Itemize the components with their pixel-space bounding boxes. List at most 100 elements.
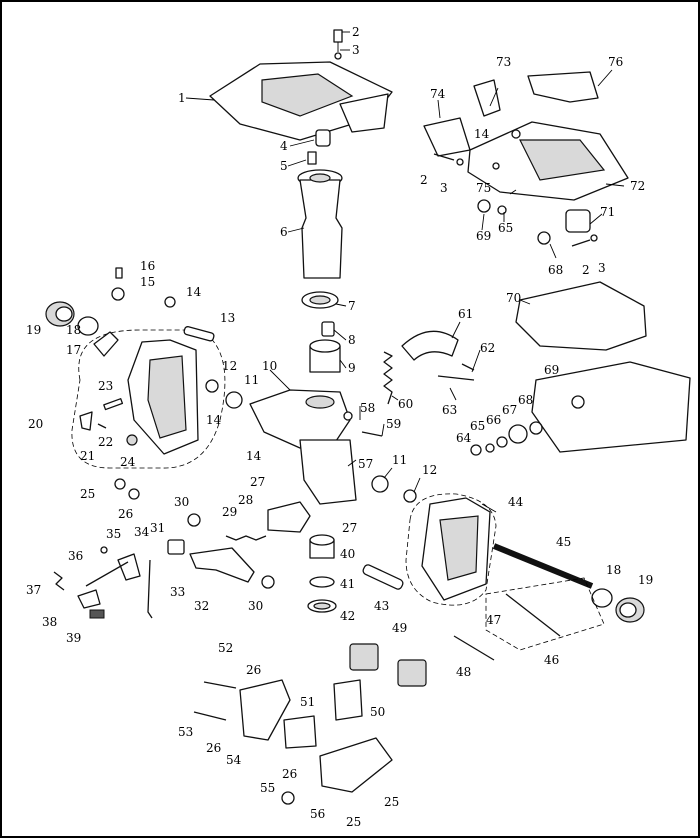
bushing-42 (307, 599, 337, 613)
callout-42: 42 (340, 609, 355, 623)
washer-3c (590, 234, 598, 242)
callout-14: 14 (246, 449, 262, 463)
callout-76: 76 (608, 55, 623, 69)
bolt-59 (361, 431, 383, 437)
callout-18: 18 (606, 563, 621, 577)
lever-32 (189, 547, 255, 583)
screw-30b (261, 575, 275, 589)
callout-69: 69 (544, 363, 559, 377)
callout-44: 44 (508, 495, 524, 509)
block-31 (167, 539, 185, 555)
callout-56: 56 (310, 807, 325, 821)
callout-7: 7 (348, 299, 356, 313)
bolt-13 (183, 326, 215, 342)
callout-19: 19 (26, 323, 41, 337)
callout-19: 19 (638, 573, 653, 587)
spring-29 (225, 535, 267, 541)
pin-43 (362, 564, 404, 590)
callout-34: 34 (134, 525, 150, 539)
callout-2: 2 (420, 173, 428, 187)
nut-69a (477, 199, 491, 213)
washer-65b (485, 443, 495, 453)
screw-55 (281, 791, 295, 805)
lever-21 (79, 411, 93, 431)
washer-12b (403, 489, 417, 503)
screw-30a (187, 513, 201, 527)
callout-65: 65 (498, 221, 513, 235)
nut-25a (114, 478, 126, 490)
callout-47: 47 (486, 613, 501, 627)
o-ring-41 (309, 576, 335, 588)
ring-7 (301, 291, 339, 309)
leader-lines (185, 31, 625, 513)
nut-64 (470, 444, 482, 456)
callout-22: 22 (98, 435, 113, 449)
callout-40: 40 (340, 547, 355, 561)
steering-shaft-6 (297, 169, 343, 279)
callout-10: 10 (262, 359, 277, 373)
callout-9: 9 (348, 361, 356, 375)
callout-28: 28 (238, 493, 253, 507)
callout-14: 14 (474, 127, 490, 141)
callout-36: 36 (68, 549, 83, 563)
callout-62: 62 (480, 341, 495, 355)
bushing-11b (371, 475, 389, 493)
callout-31: 31 (150, 521, 165, 535)
callout-33: 33 (170, 585, 185, 599)
bracket-38 (77, 589, 101, 609)
callout-12: 12 (222, 359, 237, 373)
bolt-2 (333, 29, 343, 52)
callout-21: 21 (80, 449, 95, 463)
plate-56 (319, 737, 393, 793)
bolt-52 (203, 681, 237, 689)
bushing-18b (591, 588, 613, 608)
callout-14: 14 (206, 413, 222, 427)
callout-25: 25 (80, 487, 95, 501)
callout-35: 35 (106, 527, 121, 541)
callout-68: 68 (548, 263, 563, 277)
callout-72: 72 (630, 179, 645, 193)
rod-63 (437, 375, 475, 381)
callout-68: 68 (518, 393, 533, 407)
callout-3: 3 (440, 181, 448, 195)
callout-53: 53 (178, 725, 193, 739)
callout-12: 12 (422, 463, 437, 477)
callout-63: 63 (442, 403, 457, 417)
group-outline-46 (485, 577, 605, 651)
bushing-4 (315, 129, 331, 147)
callout-73: 73 (496, 55, 511, 69)
bolt-53 (193, 711, 227, 721)
callout-11: 11 (392, 453, 407, 467)
callout-70: 70 (506, 291, 521, 305)
bushing-67 (508, 424, 528, 444)
swivel-bracket-10 (249, 389, 357, 505)
callout-32: 32 (194, 599, 209, 613)
pad-49a (349, 643, 379, 671)
callout-24: 24 (120, 455, 136, 469)
callout-2: 2 (582, 263, 590, 277)
pin-16 (115, 267, 123, 279)
callout-26: 26 (282, 767, 297, 781)
nut-14a (164, 296, 176, 308)
block-39 (89, 609, 105, 619)
callout-26: 26 (118, 507, 133, 521)
bolt-2c (571, 239, 591, 247)
washer-68b (529, 421, 543, 435)
callout-26: 26 (206, 741, 221, 755)
callout-66: 66 (486, 413, 501, 427)
callout-61: 61 (458, 307, 473, 321)
group-outline-20 (71, 329, 226, 469)
callout-51: 51 (300, 695, 315, 709)
rod-36 (85, 561, 129, 587)
bracket-76 (527, 71, 599, 103)
callout-13: 13 (220, 311, 235, 325)
pin-22 (97, 423, 107, 429)
tilt-tube-45 (492, 543, 594, 589)
nut-24 (126, 434, 138, 446)
callout-30: 30 (174, 495, 189, 509)
callout-43: 43 (374, 599, 389, 613)
washer-3b (456, 158, 464, 166)
rod-33 (147, 559, 153, 619)
plate-17 (93, 331, 119, 357)
